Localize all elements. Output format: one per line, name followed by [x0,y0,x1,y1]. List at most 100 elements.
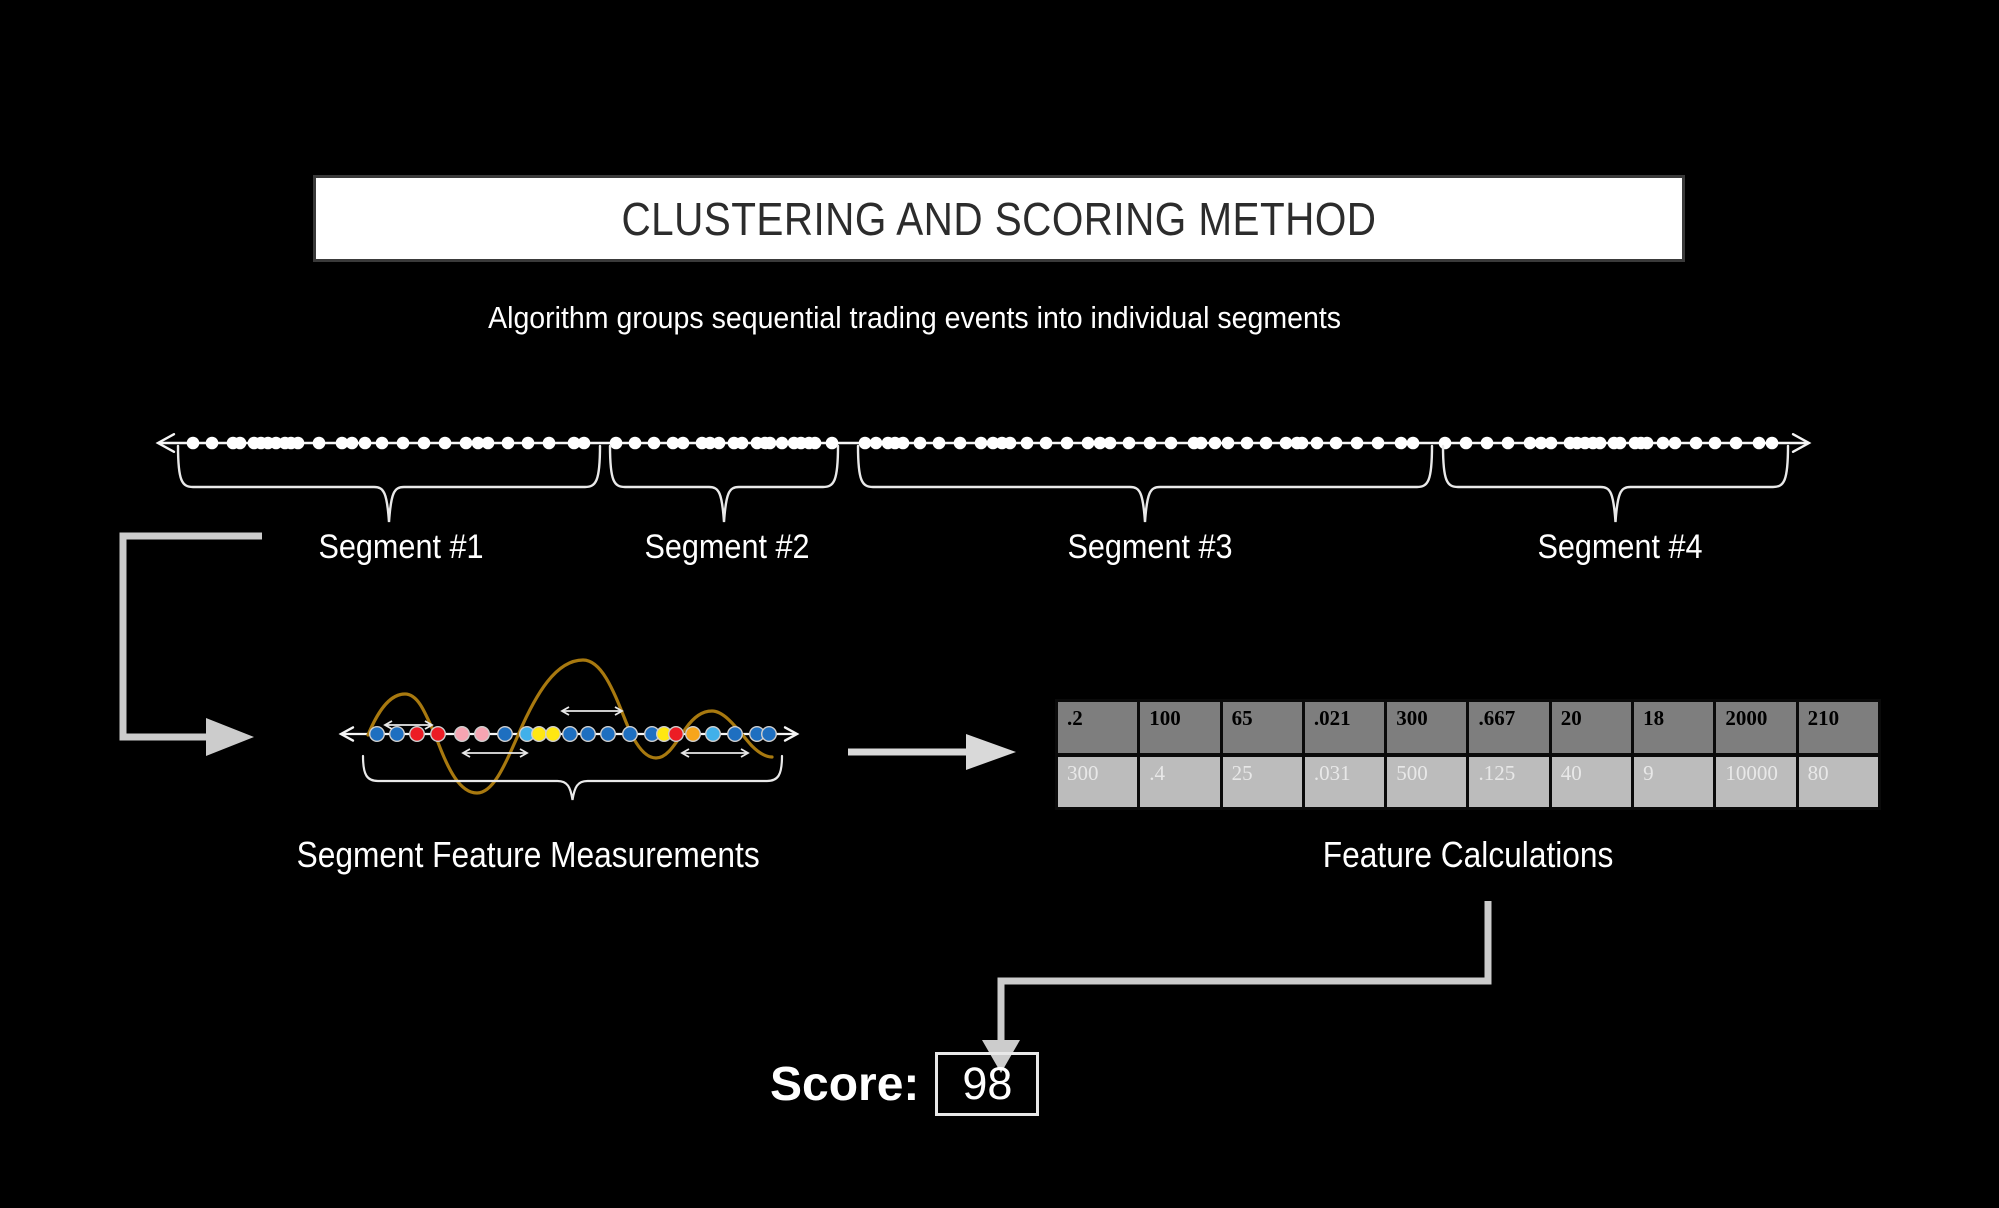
timeline-event-dot [1350,436,1364,450]
table-cell: 18 [1631,699,1717,756]
feature-event-dot [761,726,778,743]
feature-event-dot [409,726,426,743]
feature-event-dot [389,726,406,743]
segment-brace [176,444,602,523]
arrowhead-icon [155,433,176,453]
timeline-event-dot [609,436,623,450]
segment-brace [856,444,1434,523]
feature-event-dot [531,726,548,743]
timeline-event-dot [775,436,789,450]
table-cell: 20 [1548,699,1635,756]
timeline-event-dot [1240,436,1254,450]
flow-arrow-2-arrowhead-icon [966,734,1016,770]
measure-arrowhead-icon [680,748,690,758]
subtitle-row: Algorithm groups sequential trading even… [0,300,1830,336]
title-box: CLUSTERING AND SCORING METHOD [313,175,1685,262]
table-cell: 40 [1548,752,1635,810]
score-row: Score: 98 [770,1052,1040,1116]
timeline-event-dot [438,436,452,450]
measure-arrowhead-icon [740,748,750,758]
table-cell: 100 [1137,699,1223,756]
measure-arrowhead-icon [461,748,471,758]
timeline-event-dot [1640,436,1654,450]
arrowhead-icon [338,726,355,742]
feature-event-dot [600,726,617,743]
table-cell: 10000 [1713,752,1799,810]
timeline-event-dot [1329,436,1343,450]
feature-event-dot [668,726,685,743]
timeline-event-dot [953,436,967,450]
segment-label: Segment #1 [318,528,484,566]
timeline-event-dot [1279,436,1293,450]
measure-arrowhead-icon [424,720,434,730]
timeline-event-dot [1689,436,1703,450]
feature-event-dot [562,726,579,743]
timeline-event-dot [1221,436,1235,450]
score-box: 98 [935,1052,1040,1116]
timeline-event-dot [676,436,690,450]
timeline-event-dot [808,436,822,450]
timeline-event-dot [825,436,839,450]
timeline-event-dot [712,436,726,450]
timeline-event-dot [1613,436,1627,450]
timeline-event-dot [577,436,591,450]
table-cell: .4 [1137,752,1223,810]
timeline-event-dot [1259,436,1273,450]
timeline-event-dot [375,436,389,450]
timeline-event-dot [345,436,359,450]
arrowhead-icon [1791,433,1812,453]
timeline-event-dot [1765,436,1779,450]
timeline-event-dot [1459,436,1473,450]
timeline-event-dot [869,436,883,450]
timeline-event-dot [335,436,349,450]
table-cell: 9 [1631,752,1717,810]
timeline-event-dot [1003,436,1017,450]
timeline-event-dot [1406,436,1420,450]
table-cell: 65 [1219,699,1305,756]
segment-label: Segment #2 [644,528,810,566]
timeline-event-dot [1020,436,1034,450]
timeline-event-dot [1103,436,1117,450]
measure-arrowhead-icon [560,706,570,716]
timeline-event-dot [233,436,247,450]
table-cell: 300 [1384,699,1470,756]
feature-event-dot [454,726,471,743]
table-cell: .125 [1466,752,1552,810]
measure-arrowhead-icon [614,706,624,716]
timeline-event-dot [521,436,535,450]
timeline-event-dot [1480,436,1494,450]
timeline-event-dot [1394,436,1408,450]
timeline-event-dot [1752,436,1766,450]
timeline-event-dot [396,436,410,450]
timeline-event-dot [1164,436,1178,450]
timeline-event-dot [1295,436,1309,450]
timeline-event-dot [1708,436,1722,450]
measure-arrowhead-icon [519,748,529,758]
timeline-event-dot [358,436,372,450]
timeline-event-dot [1523,436,1537,450]
timeline-event-dot [1668,436,1682,450]
timeline-event-dot [471,436,485,450]
timeline-event-dot [913,436,927,450]
table-cell: 500 [1384,752,1470,810]
timeline-event-dot [1729,436,1743,450]
feature-event-dot [430,726,447,743]
page-title: CLUSTERING AND SCORING METHOD [621,192,1377,245]
segment-brace [608,444,840,523]
segment-brace [1441,444,1790,523]
feature-event-dot [705,726,722,743]
score-value: 98 [962,1058,1013,1109]
feature-event-dot [369,726,386,743]
timeline-event-dot [205,436,219,450]
table-cell: 25 [1219,752,1305,810]
timeline-event-dot [666,436,680,450]
feature-calculations-caption: Feature Calculations [1322,834,1614,875]
timeline-event-dot [858,436,872,450]
timeline-event-dot [1208,436,1222,450]
timeline-event-dot [542,436,556,450]
feature-event-dot [622,726,639,743]
